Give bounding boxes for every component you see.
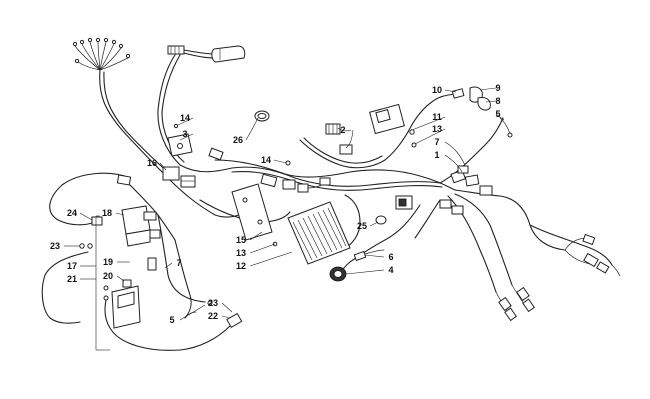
group-brackets [64, 212, 130, 351]
main-harness [99, 54, 613, 319]
connector-2 [325, 123, 353, 155]
coil-assembly [369, 103, 417, 148]
callout-c12: 12 [236, 261, 246, 271]
callout-c20: 20 [103, 271, 113, 281]
callout-c18: 18 [102, 208, 112, 218]
callout-c10: 10 [432, 85, 442, 95]
top-right-fittings [407, 86, 513, 138]
callout-c25: 25 [357, 221, 367, 231]
callout-c3: 3 [182, 129, 187, 139]
cable-24 [49, 172, 132, 249]
callout-c4: 4 [388, 265, 393, 275]
leader-lines [159, 87, 505, 321]
starter-relay [103, 257, 243, 351]
callout-c7a: 7 [434, 137, 439, 147]
plug-4-6 [329, 249, 385, 282]
callout-c15: 15 [236, 235, 246, 245]
bracket-3 [167, 123, 193, 157]
callout-c2: 2 [340, 125, 345, 135]
callout-c13a: 13 [432, 124, 442, 134]
callout-c14b: 14 [261, 155, 271, 165]
callout-c22: 22 [208, 311, 218, 321]
connector-cluster-right [395, 165, 493, 215]
callout-c9: 9 [495, 83, 500, 93]
callout-c11: 11 [432, 112, 442, 122]
relay-18 [121, 205, 161, 247]
ring-25 [375, 215, 387, 225]
callout-c13b: 13 [236, 248, 246, 258]
callout-c21: 21 [67, 274, 77, 284]
top-left-wire-fan [72, 37, 131, 71]
part-callouts: 1234556778910111213131414151617181920212… [50, 83, 501, 325]
callout-c8: 8 [495, 96, 500, 106]
callout-c19: 19 [103, 257, 113, 267]
callout-c14a: 14 [180, 113, 190, 123]
grommet-26 [254, 110, 270, 122]
callout-c23b: 23 [208, 298, 218, 308]
right-lamp-connectors [495, 233, 621, 322]
callout-c6: 6 [388, 252, 393, 262]
callout-c23a: 23 [50, 241, 60, 251]
callout-c7b: 7 [176, 258, 181, 268]
callout-c17: 17 [67, 261, 77, 271]
callout-c16: 16 [147, 158, 157, 168]
callout-c1: 1 [434, 150, 439, 160]
top-connectors [167, 45, 246, 63]
callout-c5a: 5 [495, 109, 500, 119]
voltage-regulator [231, 183, 351, 265]
callout-c24: 24 [67, 208, 77, 218]
connector-16 [162, 166, 196, 188]
center-connectors [208, 147, 331, 193]
cable-21 [41, 251, 89, 324]
callout-c26: 26 [233, 135, 243, 145]
callout-c5b: 5 [169, 315, 174, 325]
